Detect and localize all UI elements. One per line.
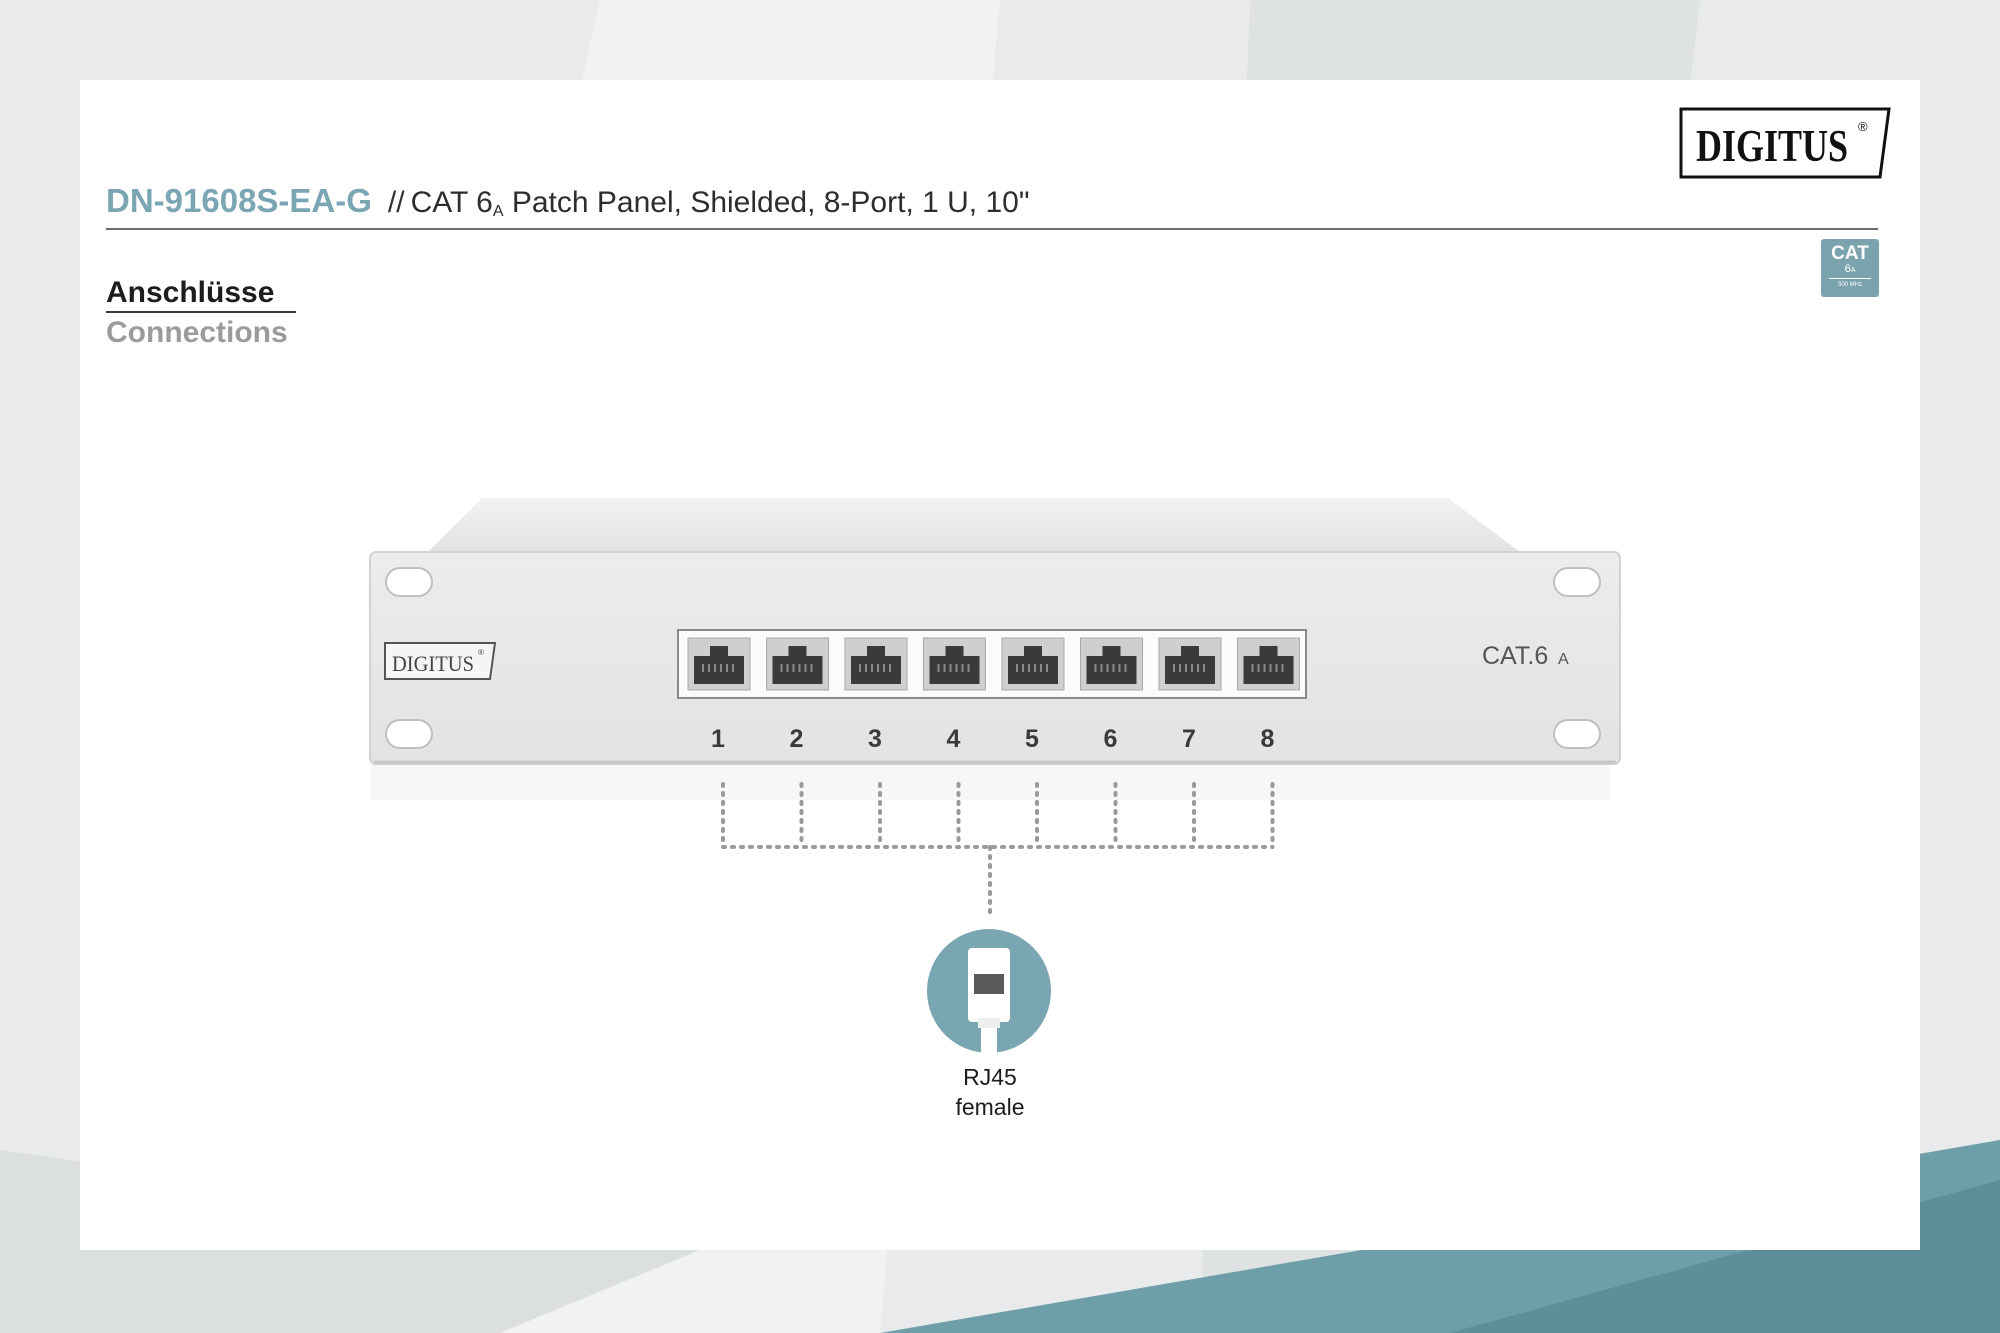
badge-category: 6A bbox=[1821, 264, 1879, 276]
badge-cat-text: CAT bbox=[1831, 243, 1869, 264]
port-number-4: 4 bbox=[947, 725, 961, 753]
digitus-logo: DIGITUS ® bbox=[1679, 107, 1891, 179]
section-title-english: Connections bbox=[106, 316, 288, 349]
connector-label: RJ45 female bbox=[900, 1062, 1080, 1122]
mount-hole-bottom-right bbox=[1553, 719, 1601, 749]
panel-reflection bbox=[370, 760, 1610, 800]
port-number-8: 8 bbox=[1261, 725, 1275, 753]
port-number-6: 6 bbox=[1104, 725, 1118, 753]
rj45-port-4 bbox=[923, 637, 986, 691]
rj45-port-6 bbox=[1080, 637, 1143, 691]
product-sku: DN-91608S-EA-G bbox=[106, 182, 372, 219]
mount-hole-top-left bbox=[385, 567, 433, 597]
rj45-port-7 bbox=[1158, 637, 1222, 691]
cat6a-badge-icon: CAT 6A 500 MHz bbox=[1821, 239, 1879, 297]
panel-cat-sub: A bbox=[1558, 651, 1569, 668]
rj45-port-5 bbox=[1001, 637, 1065, 691]
mount-hole-top-right bbox=[1553, 567, 1601, 597]
rj45-port-2 bbox=[766, 637, 829, 691]
port-number-3: 3 bbox=[868, 725, 882, 753]
brand-registered-mark: ® bbox=[1858, 119, 1868, 134]
ports-group bbox=[687, 637, 1300, 691]
port-number-2: 2 bbox=[790, 725, 804, 753]
description-rest: Patch Panel, Shielded, 8-Port, 1 U, 10" bbox=[503, 186, 1030, 219]
rj45-port-3 bbox=[844, 637, 908, 691]
description-cat: CAT 6 bbox=[410, 186, 493, 219]
port-number-7: 7 bbox=[1182, 725, 1196, 753]
rj45-port-8 bbox=[1237, 637, 1300, 691]
rj45-connector-icon bbox=[927, 929, 1051, 1054]
panel-brand-mark: ® bbox=[478, 648, 484, 657]
mount-hole-bottom-left bbox=[385, 719, 433, 749]
patch-panel-image: DIGITUS ® CAT.6 A 1 2 3 4 5 6 7 8 bbox=[369, 498, 1621, 914]
product-title-row: DN-91608S-EA-G //CAT 6A Patch Panel, Shie… bbox=[106, 182, 1878, 230]
connector-gender: female bbox=[955, 1094, 1025, 1120]
section-title-german: Anschlüsse bbox=[106, 276, 297, 313]
product-description: CAT 6A Patch Panel, Shielded, 8-Port, 1 … bbox=[410, 186, 1030, 220]
panel-top bbox=[428, 498, 1520, 552]
connector-type: RJ45 bbox=[963, 1064, 1017, 1090]
port-number-5: 5 bbox=[1025, 725, 1039, 753]
badge-frequency: 500 MHz bbox=[1829, 278, 1871, 289]
panel-digitus-logo bbox=[384, 642, 497, 680]
panel-cat-label: CAT.6 bbox=[1482, 642, 1548, 670]
badge-num: 6 bbox=[1844, 263, 1851, 275]
badge-sub: A bbox=[1850, 267, 1856, 274]
description-cat-sub: A bbox=[492, 203, 504, 220]
rj45-port-1 bbox=[687, 637, 751, 691]
panel-brand-text: DIGITUS bbox=[392, 651, 474, 676]
port-number-1: 1 bbox=[711, 725, 725, 753]
brand-name: DIGITUS bbox=[1696, 120, 1848, 171]
wiring-diagram bbox=[721, 782, 1275, 914]
port-numbers-group: 1 2 3 4 5 6 7 8 bbox=[711, 725, 1275, 753]
title-separator: // bbox=[387, 186, 405, 219]
